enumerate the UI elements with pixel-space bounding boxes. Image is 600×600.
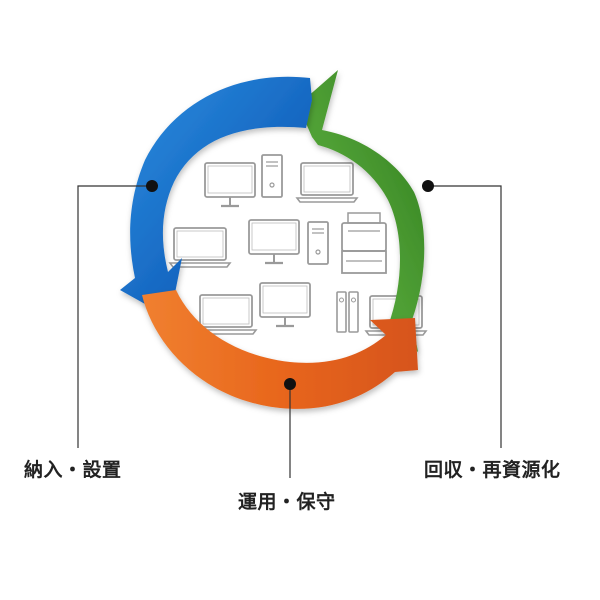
leader-dot-recover (422, 180, 434, 192)
label-recovery-recycling: 回収・再資源化 (424, 459, 561, 481)
leader-line-recover (428, 185, 502, 448)
printer-icon (341, 212, 387, 274)
binder-icon (348, 291, 359, 333)
leader-lines (77, 180, 502, 478)
monitor-icon (203, 161, 257, 208)
leader-line-install (77, 185, 152, 448)
leader-dot-install (146, 180, 158, 192)
tower-pc-icon (261, 154, 283, 198)
orange-arrow (142, 290, 418, 409)
monitor-icon (258, 281, 312, 328)
green-arrow (298, 70, 425, 352)
binder-icon (336, 291, 347, 333)
monitor-icon (247, 218, 301, 265)
tower-pc-icon (307, 221, 329, 265)
label-operation-maintenance: 運用・保守 (238, 491, 336, 513)
leader-dot-operate (284, 378, 296, 390)
laptop-icon (296, 162, 358, 203)
blue-arrow (120, 76, 312, 318)
label-install-setup: 納入・設置 (24, 459, 122, 481)
